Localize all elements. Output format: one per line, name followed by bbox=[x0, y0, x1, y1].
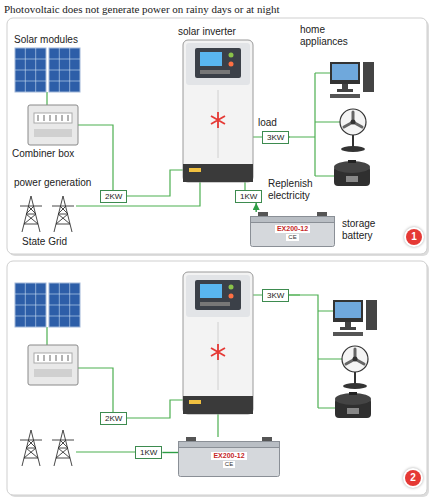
power-value: 3KW bbox=[267, 291, 284, 300]
part-label: storage battery bbox=[342, 218, 392, 242]
power-value: 3KW bbox=[267, 133, 284, 142]
inverter-unit bbox=[183, 272, 253, 414]
power-value-box: 2KW bbox=[100, 412, 127, 425]
part-label: home appliances bbox=[300, 24, 362, 48]
power-value: 2KW bbox=[105, 192, 122, 201]
power-value: 2KW bbox=[105, 414, 122, 423]
wire bbox=[46, 327, 47, 345]
power-value-box: 3KW bbox=[262, 289, 289, 302]
power-value: 1KW bbox=[240, 192, 257, 201]
battery-mark: CE bbox=[223, 461, 235, 468]
fan-icon bbox=[342, 346, 368, 389]
part-label: State Grid bbox=[22, 236, 67, 248]
pylon bbox=[52, 196, 74, 232]
part-label: Solar modules bbox=[14, 34, 78, 46]
battery-model: EX200-12 bbox=[275, 225, 310, 233]
battery-body bbox=[179, 442, 280, 477]
wire bbox=[46, 92, 47, 105]
inverter-unit bbox=[183, 40, 253, 182]
part-label: solar inverter bbox=[178, 26, 236, 38]
battery-lid bbox=[251, 217, 335, 223]
callout-number: 1 bbox=[406, 229, 422, 245]
battery-mark: CE bbox=[286, 234, 298, 241]
callout-number: 2 bbox=[410, 473, 416, 483]
storage-battery: EX200-12CE bbox=[178, 437, 280, 477]
combiner-box bbox=[28, 105, 78, 145]
wire bbox=[76, 182, 200, 206]
panel-frame bbox=[7, 18, 427, 254]
pylon bbox=[20, 196, 42, 232]
power-value-box: 1KW bbox=[235, 190, 262, 203]
power-value-box: 3KW bbox=[262, 131, 289, 144]
power-value: 1KW bbox=[140, 448, 157, 457]
pylon bbox=[52, 430, 74, 466]
part-label: load bbox=[258, 117, 277, 129]
callout-number: 2 bbox=[405, 470, 421, 486]
combiner-box bbox=[28, 345, 78, 385]
pylon bbox=[20, 430, 42, 466]
power-flow-line bbox=[255, 203, 256, 212]
part-label: Replenish electricity bbox=[268, 178, 330, 202]
wire bbox=[78, 368, 113, 418]
battery-model: EX200-12 bbox=[211, 452, 246, 460]
wire bbox=[275, 73, 340, 176]
solar-panel bbox=[15, 48, 80, 92]
power-value-box: 1KW bbox=[135, 446, 162, 459]
diagram-title: Photovoltaic does not generate power on … bbox=[4, 3, 280, 16]
panel-frame bbox=[7, 261, 427, 495]
wire bbox=[76, 451, 140, 452]
cooker-icon bbox=[334, 160, 370, 186]
fan-icon bbox=[340, 109, 366, 152]
battery-body bbox=[251, 217, 335, 247]
power-flow-line bbox=[162, 452, 178, 453]
part-label: power generation bbox=[14, 177, 91, 189]
storage-battery: EX200-12CE bbox=[250, 212, 335, 247]
callout-number: 1 bbox=[411, 232, 417, 242]
wire bbox=[217, 414, 218, 437]
power-value-box: 2KW bbox=[100, 190, 127, 203]
battery-lid bbox=[179, 442, 280, 448]
part-label: Combiner box bbox=[12, 148, 74, 160]
computer-icon bbox=[330, 62, 374, 98]
cooker-icon bbox=[335, 392, 371, 418]
solar-panel bbox=[15, 283, 80, 327]
computer-icon bbox=[333, 300, 377, 336]
